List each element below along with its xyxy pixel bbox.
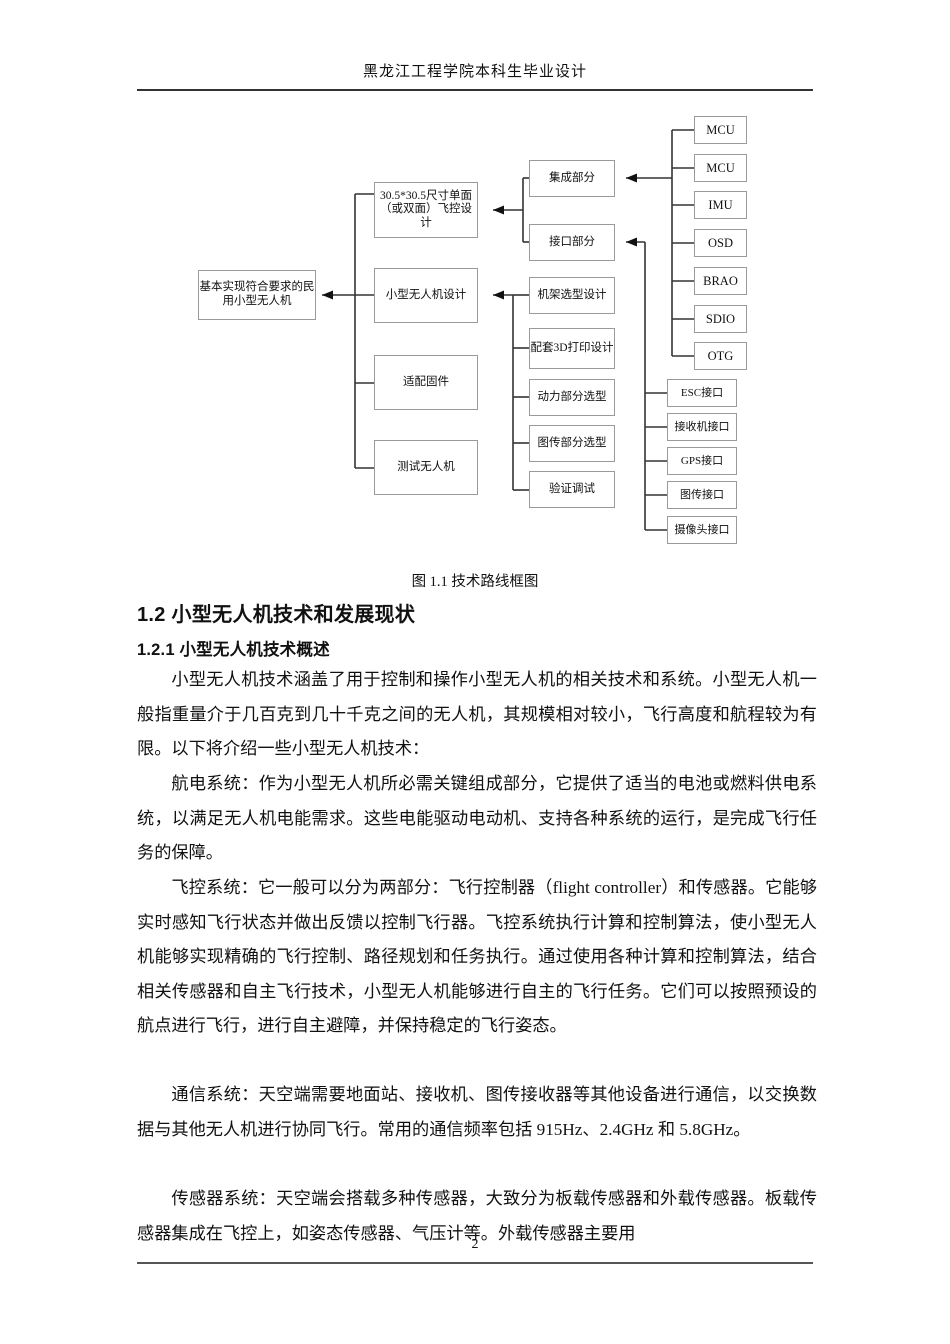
diagram-node-port-1[interactable]: 接收机接口 [667, 413, 737, 441]
paragraph-overview-text: 小型无人机技术涵盖了用于控制和操作小型无人机的相关技术和系统。小型无人机一般指重… [137, 670, 817, 758]
arrow-to-fc-design [493, 205, 504, 215]
technical-roadmap-diagram: 基本实现符合要求的民用小型无人机 30.5*30.5尺寸单面（或双面）飞控设计 … [0, 100, 950, 550]
diagram-node-port-0-label: ESC接口 [680, 386, 724, 399]
section-heading-1-2: 1.2 小型无人机技术和发展现状 [137, 604, 416, 626]
diagram-node-interface[interactable]: 接口部分 [529, 224, 615, 261]
diagram-node-firmware[interactable]: 适配固件 [374, 355, 478, 410]
diagram-connectors [322, 129, 694, 531]
diagram-node-chip-1-label: MCU [706, 160, 735, 175]
diagram-node-test-uav-label: 测试无人机 [397, 460, 455, 473]
arrow-to-integration [626, 173, 637, 183]
diagram-node-firmware-label: 适配固件 [403, 375, 449, 388]
diagram-node-power-select[interactable]: 动力部分选型 [529, 379, 615, 416]
diagram-node-chip-5[interactable]: SDIO [694, 305, 747, 333]
page-number: 2 [471, 1237, 479, 1252]
paragraph-sensors: 传感器系统：天空端会搭载多种传感器，大致分为板载传感器和外载传感器。板载传感器集… [137, 1182, 817, 1251]
diagram-node-chip-2-label: IMU [708, 197, 733, 212]
paragraph-avionics-text: 航电系统：作为小型无人机所必需关键组成部分，它提供了适当的电池或燃料供电系统，以… [137, 774, 817, 862]
diagram-node-chip-4-label: BRAO [703, 273, 738, 288]
diagram-node-fc-design-label: 30.5*30.5尺寸单面（或双面）飞控设计 [380, 189, 472, 229]
diagram-node-video-select[interactable]: 图传部分选型 [529, 425, 615, 462]
paragraph-avionics: 航电系统：作为小型无人机所必需关键组成部分，它提供了适当的电池或燃料供电系统，以… [137, 767, 817, 871]
running-header: 黑龙江工程学院本科生毕业设计 [137, 60, 813, 81]
diagram-node-chip-0[interactable]: MCU [694, 116, 747, 144]
diagram-node-chip-3-label: OSD [707, 235, 733, 250]
header-divider [137, 89, 813, 91]
diagram-node-chip-6-label: OTG [707, 348, 734, 363]
paragraph-overview: 小型无人机技术涵盖了用于控制和操作小型无人机的相关技术和系统。小型无人机一般指重… [137, 663, 817, 767]
diagram-node-result[interactable]: 基本实现符合要求的民用小型无人机 [198, 270, 316, 320]
diagram-node-video-select-label: 图传部分选型 [537, 436, 607, 449]
diagram-node-chip-6[interactable]: OTG [694, 342, 747, 370]
diagram-node-chip-1[interactable]: MCU [694, 154, 747, 182]
diagram-node-print-3d[interactable]: 配套3D打印设计 [529, 328, 615, 369]
diagram-node-chip-0-label: MCU [706, 122, 735, 137]
diagram-node-fc-design[interactable]: 30.5*30.5尺寸单面（或双面）飞控设计 [374, 182, 478, 238]
diagram-node-uav-design[interactable]: 小型无人机设计 [374, 268, 478, 323]
paragraph-flight-control-text: 飞控系统：它一般可以分为两部分：飞行控制器（flight controller）… [137, 878, 817, 1035]
section-heading-1-2-1: 1.2.1 小型无人机技术概述 [137, 641, 330, 659]
diagram-node-port-4[interactable]: 摄像头接口 [667, 516, 737, 544]
diagram-node-chip-3[interactable]: OSD [694, 229, 747, 257]
diagram-node-port-2-label: GPS接口 [680, 454, 724, 467]
diagram-node-chip-5-label: SDIO [705, 311, 736, 326]
diagram-node-port-3[interactable]: 图传接口 [667, 481, 737, 509]
diagram-node-port-1-label: 接收机接口 [674, 420, 730, 433]
footer-divider [137, 1262, 813, 1264]
diagram-node-port-2[interactable]: GPS接口 [667, 447, 737, 475]
diagram-node-frame-select-label: 机架选型设计 [537, 288, 607, 301]
paragraph-flight-control: 飞控系统：它一般可以分为两部分：飞行控制器（flight controller）… [137, 871, 817, 1044]
diagram-node-result-label: 基本实现符合要求的民用小型无人机 [199, 281, 315, 307]
arrow-to-uav-design [493, 290, 504, 300]
arrow-to-interface [626, 237, 637, 247]
diagram-node-print-3d-label: 配套3D打印设计 [530, 341, 614, 354]
diagram-node-frame-select[interactable]: 机架选型设计 [529, 277, 615, 314]
diagram-node-verify-debug-label: 验证调试 [549, 482, 595, 495]
paragraph-communication-text: 通信系统：天空端需要地面站、接收机、图传接收器等其他设备进行通信，以交换数据与其… [137, 1085, 817, 1139]
diagram-node-chip-4[interactable]: BRAO [694, 267, 747, 295]
paragraph-communication: 通信系统：天空端需要地面站、接收机、图传接收器等其他设备进行通信，以交换数据与其… [137, 1078, 817, 1147]
diagram-node-test-uav[interactable]: 测试无人机 [374, 440, 478, 495]
diagram-node-power-select-label: 动力部分选型 [537, 390, 607, 403]
figure-caption: 图 1.1 技术路线框图 [411, 574, 539, 590]
diagram-node-port-0[interactable]: ESC接口 [667, 379, 737, 407]
diagram-node-integration[interactable]: 集成部分 [529, 160, 615, 197]
diagram-node-integration-label: 集成部分 [549, 171, 595, 184]
diagram-node-uav-design-label: 小型无人机设计 [385, 288, 467, 301]
diagram-node-port-3-label: 图传接口 [680, 488, 724, 501]
header-title: 黑龙江工程学院本科生毕业设计 [362, 64, 587, 80]
diagram-node-verify-debug[interactable]: 验证调试 [529, 471, 615, 508]
diagram-node-chip-2[interactable]: IMU [694, 191, 747, 219]
arrow-to-result [322, 290, 333, 300]
diagram-node-interface-label: 接口部分 [549, 235, 595, 248]
paragraph-sensors-text: 传感器系统：天空端会搭载多种传感器，大致分为板载传感器和外载传感器。板载传感器集… [137, 1189, 817, 1243]
diagram-node-port-4-label: 摄像头接口 [674, 523, 730, 536]
